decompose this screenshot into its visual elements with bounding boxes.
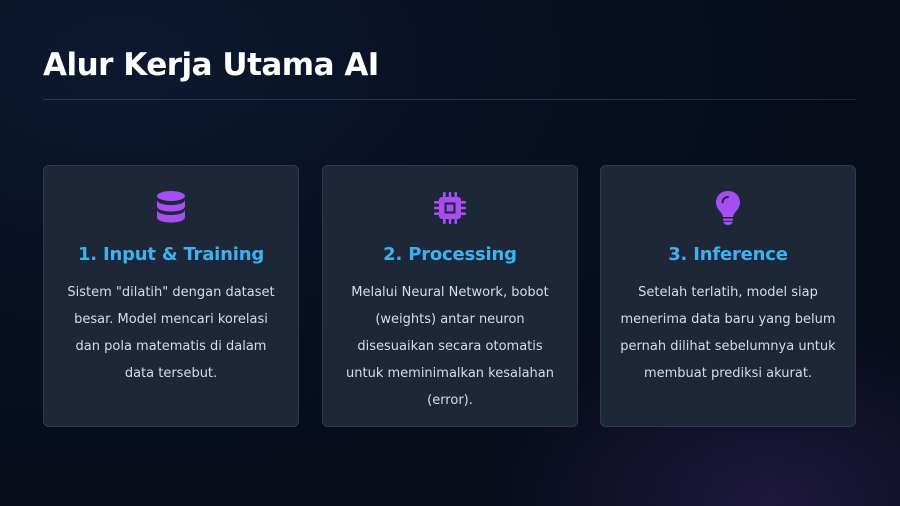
card-input-training: 1. Input & Training Sistem "dilatih" den… — [43, 165, 299, 427]
card-title: 1. Input & Training — [77, 244, 265, 265]
card-description: Setelah terlatih, model siap menerima da… — [620, 285, 836, 381]
database-icon — [44, 190, 298, 226]
card-description: Sistem "dilatih" dengan dataset besar. M… — [67, 285, 275, 381]
card-description: Melalui Neural Network, bobot (weights) … — [346, 285, 554, 408]
card-inference: 3. Inference Setelah terlatih, model sia… — [600, 165, 856, 427]
lightbulb-icon — [601, 190, 855, 226]
card-title: 2. Processing — [383, 244, 517, 265]
card-title: 3. Inference — [668, 244, 788, 265]
slide-title: Alur Kerja Utama AI — [43, 47, 379, 83]
card-processing: 2. Processing Melalui Neural Network, bo… — [322, 165, 578, 427]
title-divider — [43, 99, 857, 100]
microchip-icon — [323, 190, 577, 226]
